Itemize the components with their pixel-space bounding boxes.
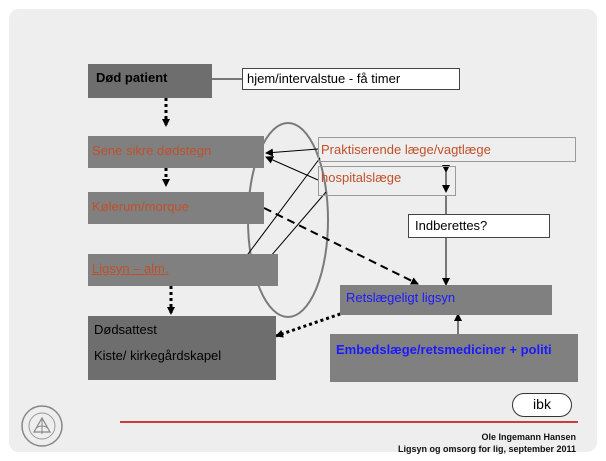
node-kiste-label: Kiste/ kirkegårdskapel [94, 348, 222, 363]
node-praktiserende-label: Praktiserende læge/vagtlæge [321, 142, 491, 157]
node-dod-patient: Død patient [88, 64, 212, 98]
node-kolerum: Kølerum/morque [88, 192, 264, 224]
node-praktiserende: Praktiserende læge/vagtlæge [318, 137, 576, 162]
node-hospitalslaege-label: hospitalslæge [321, 170, 402, 185]
node-ligsyn: Ligsyn – alm. [88, 254, 278, 286]
ibk-badge: ibk [512, 393, 572, 417]
node-retslaegeligt: Retslægeligt ligsyn [340, 285, 552, 315]
node-dodsattest: Dødsattest Kiste/ kirkegårdskapel [88, 316, 276, 380]
footer-author: Ole Ingemann Hansen [481, 432, 576, 442]
node-dod-patient-label: Død patient [96, 70, 168, 85]
node-ligsyn-label: Ligsyn – alm. [92, 261, 169, 276]
university-seal-icon [21, 405, 63, 447]
node-dodsattest-label: Dødsattest [94, 322, 157, 337]
dashed-arrow-kolerum-retslaegeligt [263, 207, 419, 285]
footer-subtitle: Ligsyn og omsorg for lig, september 2011 [397, 444, 576, 454]
node-kolerum-label: Kølerum/morque [92, 199, 189, 214]
node-indberettes-label: Indberettes? [415, 218, 488, 233]
dotted-arrow-retslaegeligt-dodsattest [275, 310, 347, 338]
node-sene-sikre: Sene sikre dødstegn [88, 136, 264, 168]
node-hjem-label: hjem/intervalstue - få timer [247, 71, 401, 86]
arrow-hospital-sene [265, 156, 319, 181]
node-hjem: hjem/intervalstue - få timer [242, 68, 460, 90]
node-hospitalslaege: hospitalslæge [318, 166, 456, 196]
node-indberettes: Indberettes? [408, 214, 550, 238]
node-sene-sikre-label: Sene sikre dødstegn [92, 143, 212, 158]
arrow-praktiserende-sene [265, 148, 319, 157]
node-embedslaege: Embedslæge/retsmediciner + politi [330, 334, 578, 382]
node-retslaegeligt-label: Retslægeligt ligsyn [346, 290, 456, 305]
arrow-hospital-ligsyn [263, 191, 327, 265]
node-embedslaege-label: Embedslæge/retsmediciner + politi [336, 342, 552, 357]
ibk-badge-label: ibk [533, 396, 551, 412]
